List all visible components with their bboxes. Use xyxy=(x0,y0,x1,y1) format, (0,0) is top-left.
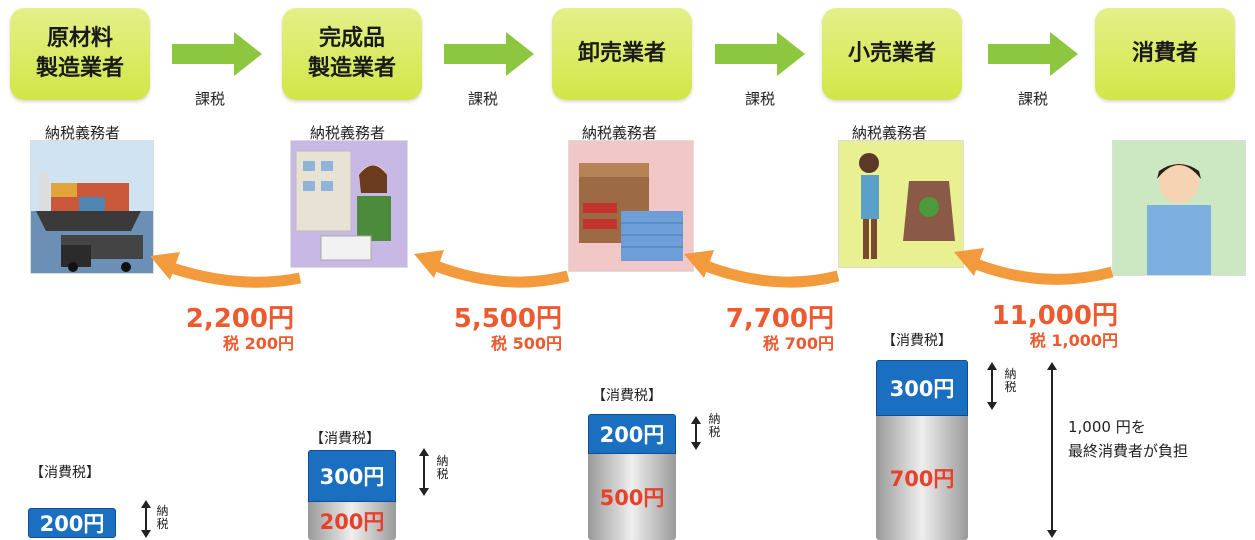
tax-label-2: 【消費税】 xyxy=(310,431,380,447)
retail-shopper-illustration xyxy=(838,140,964,268)
taxpayer-label-4: 納税義務者 xyxy=(852,124,928,142)
stage-consumer: 消費者 xyxy=(1095,8,1235,100)
consumer-boy-illustration xyxy=(1112,140,1246,276)
flow-arrow-3 xyxy=(715,32,805,76)
payment-arrow-2 xyxy=(419,448,429,496)
tax-credit-block-2: 200円 xyxy=(308,502,396,540)
tax-credit-block-3: 500円 xyxy=(588,454,676,540)
tax-label-4: 【消費税】 xyxy=(882,333,952,349)
cargo-ship-truck-illustration xyxy=(30,140,154,274)
kazei-label-3: 課税 xyxy=(745,90,776,108)
kazei-label-2: 課税 xyxy=(468,90,499,108)
taxpayer-label-1: 納税義務者 xyxy=(45,124,121,142)
stage-raw-material-maker: 原材料 製造業者 xyxy=(10,8,150,100)
kazei-label-4: 課税 xyxy=(1018,90,1049,108)
tax-label-1: 【消費税】 xyxy=(30,465,100,481)
factory-seamstress-illustration xyxy=(290,140,408,268)
final-burden-text: 1,000 円を 最終消費者が負担 xyxy=(1068,418,1189,460)
tax-3: 税 700円 xyxy=(763,334,834,353)
tax-2: 税 500円 xyxy=(491,334,562,353)
flow-arrow-1 xyxy=(172,32,262,76)
nouzei-label-1: 納 税 xyxy=(156,504,169,531)
price-2: 5,500円 xyxy=(453,304,562,334)
nouzei-label-4: 納 税 xyxy=(1004,367,1017,394)
kazei-label-1: 課税 xyxy=(195,90,226,108)
tax-pay-block-3: 200円 xyxy=(588,414,676,454)
tax-1: 税 200円 xyxy=(223,334,294,353)
price-4: 11,000円 xyxy=(991,301,1118,331)
tax-pay-block-2: 300円 xyxy=(308,450,396,502)
flow-arrow-2 xyxy=(444,32,534,76)
tax-stack-4: 300円 700円 xyxy=(876,360,968,540)
taxpayer-label-2: 納税義務者 xyxy=(310,124,386,142)
burden-arrow xyxy=(1047,362,1057,538)
payment-arrow-4 xyxy=(987,362,997,410)
tax-pay-block-4: 300円 xyxy=(876,360,968,416)
payment-arrow-1 xyxy=(141,500,151,538)
tax-pay-block-1: 200円 xyxy=(28,508,116,538)
nouzei-label-2: 納 税 xyxy=(436,454,449,481)
flow-arrow-4 xyxy=(988,32,1078,76)
tax-4: 税 1,000円 xyxy=(1029,331,1118,350)
payment-arrow-3 xyxy=(691,416,701,450)
stage-wholesaler: 卸売業者 xyxy=(552,8,692,100)
price-3: 7,700円 xyxy=(725,304,834,334)
nouzei-label-3: 納 税 xyxy=(708,412,721,439)
stage-retailer: 小売業者 xyxy=(822,8,962,100)
tax-credit-block-4: 700円 xyxy=(876,416,968,540)
taxpayer-label-3: 納税義務者 xyxy=(582,124,658,142)
price-1: 2,200円 xyxy=(185,304,294,334)
tax-stack-2: 300円 200円 xyxy=(308,450,396,540)
stage-finished-goods-maker: 完成品 製造業者 xyxy=(282,8,422,100)
tax-stack-3: 200円 500円 xyxy=(588,414,676,540)
tax-label-3: 【消費税】 xyxy=(592,388,662,404)
warehouse-boxes-illustration xyxy=(568,140,694,272)
